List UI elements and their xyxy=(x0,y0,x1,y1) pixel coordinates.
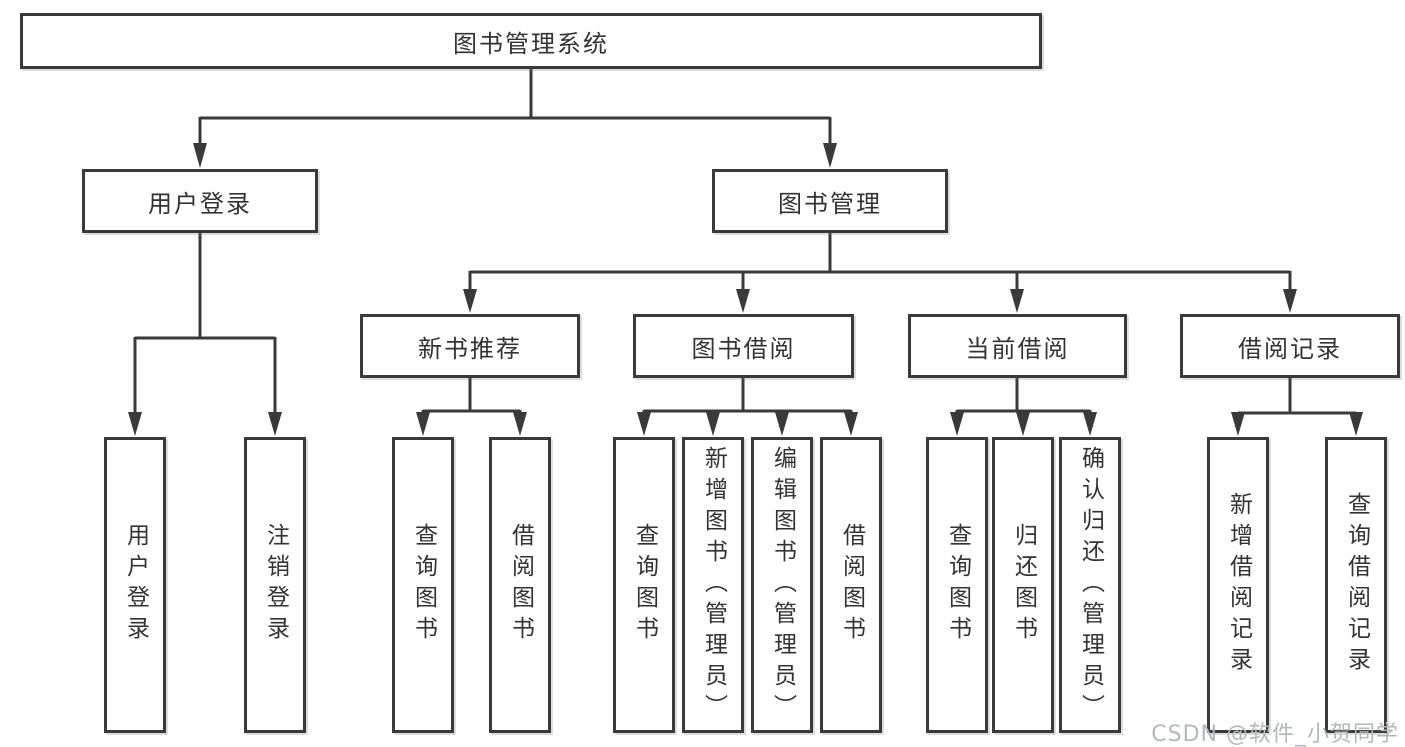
node-user-login-label: 用户登录 xyxy=(148,189,252,218)
leaf-borrow-query-books-label: 查询图书 xyxy=(631,523,658,647)
leaf-confirm-return-admin: 确认归还（管理员） xyxy=(1059,437,1121,733)
leaf-user-login-label: 用户登录 xyxy=(122,523,149,647)
node-current-borrow: 当前借阅 xyxy=(908,314,1127,378)
leaf-query-borrow-record-label: 查询借阅记录 xyxy=(1343,492,1370,678)
node-book-borrow-label: 图书借阅 xyxy=(691,334,796,363)
leaf-confirm-return-admin-label: 确认归还（管理员） xyxy=(1077,445,1104,725)
node-book-management: 图书管理 xyxy=(712,169,948,233)
node-root-system: 图书管理系统 xyxy=(20,13,1042,69)
leaf-return-books: 归还图书 xyxy=(992,437,1054,733)
leaf-current-query-books: 查询图书 xyxy=(926,437,988,733)
node-root-system-label: 图书管理系统 xyxy=(453,29,609,58)
leaf-edit-books-admin: 编辑图书（管理员） xyxy=(751,437,813,733)
leaf-add-borrow-record: 新增借阅记录 xyxy=(1207,437,1269,733)
node-new-book-recommend-label: 新书推荐 xyxy=(418,334,522,363)
node-book-management-label: 图书管理 xyxy=(778,189,882,218)
leaf-newbook-query-books: 查询图书 xyxy=(392,437,454,733)
leaf-add-borrow-record-label: 新增借阅记录 xyxy=(1225,492,1252,678)
node-borrow-records-label: 借阅记录 xyxy=(1238,334,1342,363)
node-user-login: 用户登录 xyxy=(82,169,318,233)
csdn-watermark: CSDN @软件_小贺同学 xyxy=(1151,722,1399,747)
leaf-query-borrow-record: 查询借阅记录 xyxy=(1325,437,1387,733)
node-book-borrow: 图书借阅 xyxy=(633,314,854,378)
leaf-current-query-books-label: 查询图书 xyxy=(944,523,971,647)
leaf-edit-books-admin-label: 编辑图书（管理员） xyxy=(769,445,796,725)
leaf-return-books-label: 归还图书 xyxy=(1010,523,1037,647)
leaf-user-login: 用户登录 xyxy=(104,437,166,733)
leaf-borrow-books-label: 借阅图书 xyxy=(838,523,865,647)
leaf-newbook-borrow-books-label: 借阅图书 xyxy=(507,523,534,647)
leaf-add-books-admin-label: 新增图书（管理员） xyxy=(700,445,727,725)
leaf-newbook-query-books-label: 查询图书 xyxy=(410,523,437,647)
leaf-borrow-books: 借阅图书 xyxy=(820,437,882,733)
node-new-book-recommend: 新书推荐 xyxy=(360,314,580,378)
leaf-logout: 注销登录 xyxy=(244,437,306,733)
leaf-newbook-borrow-books: 借阅图书 xyxy=(489,437,551,733)
node-borrow-records: 借阅记录 xyxy=(1180,314,1400,378)
leaf-logout-label: 注销登录 xyxy=(262,523,289,647)
node-current-borrow-label: 当前借阅 xyxy=(965,334,1070,363)
leaf-add-books-admin: 新增图书（管理员） xyxy=(682,437,744,733)
leaf-borrow-query-books: 查询图书 xyxy=(613,437,675,733)
